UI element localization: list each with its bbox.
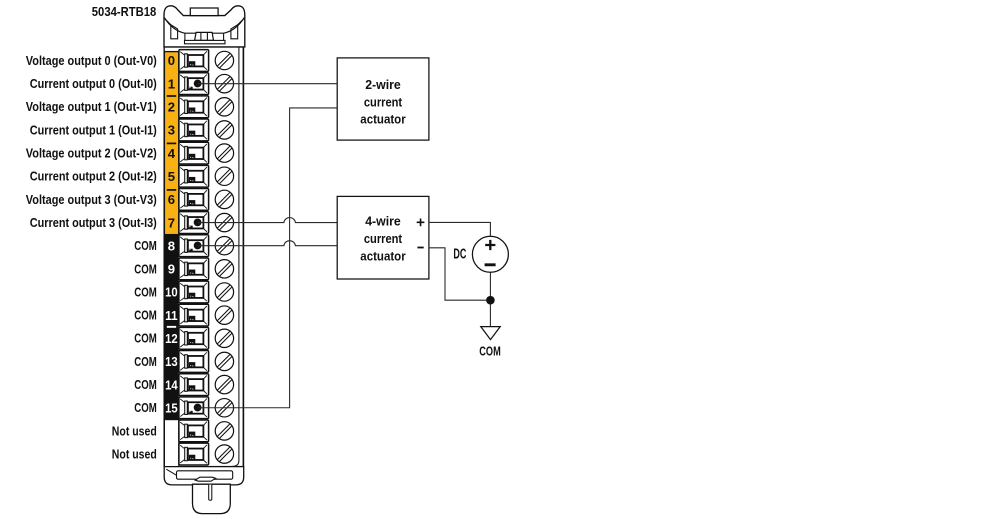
svg-text:9: 9 xyxy=(168,262,175,277)
svg-text:actuator: actuator xyxy=(360,248,405,263)
svg-text:5: 5 xyxy=(168,169,175,184)
svg-text:current: current xyxy=(364,231,403,246)
svg-text:COM: COM xyxy=(134,400,157,415)
svg-text:COM: COM xyxy=(134,354,157,369)
svg-text:COM: COM xyxy=(134,238,157,253)
svg-text:COM: COM xyxy=(134,261,157,276)
svg-text:Current output 0 (Out-I0): Current output 0 (Out-I0) xyxy=(30,76,157,91)
svg-text:current: current xyxy=(364,94,403,109)
svg-text:2-wire: 2-wire xyxy=(365,77,401,92)
svg-text:DC: DC xyxy=(453,247,466,263)
svg-text:10: 10 xyxy=(165,285,178,300)
svg-text:COM: COM xyxy=(134,308,157,323)
svg-text:13: 13 xyxy=(165,354,178,369)
svg-text:1: 1 xyxy=(168,76,175,91)
svg-text:11: 11 xyxy=(165,308,178,323)
svg-text:6: 6 xyxy=(168,192,175,207)
svg-text:12: 12 xyxy=(165,331,178,346)
svg-text:7: 7 xyxy=(168,215,175,230)
svg-text:Current output 1 (Out-I1): Current output 1 (Out-I1) xyxy=(30,122,157,137)
svg-text:COM: COM xyxy=(134,331,157,346)
svg-text:actuator: actuator xyxy=(360,112,405,127)
svg-text:Current output 2 (Out-I2): Current output 2 (Out-I2) xyxy=(30,169,157,184)
svg-text:5034-RTB18: 5034-RTB18 xyxy=(92,5,157,19)
svg-text:2: 2 xyxy=(168,100,175,115)
svg-text:Voltage output 0 (Out-V0): Voltage output 0 (Out-V0) xyxy=(26,53,157,68)
svg-text:Not used: Not used xyxy=(112,423,157,438)
svg-text:Not used: Not used xyxy=(112,446,157,461)
svg-text:COM: COM xyxy=(134,377,157,392)
svg-text:0: 0 xyxy=(168,53,175,68)
svg-text:4-wire: 4-wire xyxy=(365,214,401,229)
svg-text:COM: COM xyxy=(479,345,501,359)
svg-text:14: 14 xyxy=(165,377,178,392)
svg-text:3: 3 xyxy=(168,123,175,138)
svg-text:15: 15 xyxy=(165,400,178,415)
svg-text:8: 8 xyxy=(168,238,175,253)
svg-text:4: 4 xyxy=(168,146,176,161)
svg-text:Voltage output 3 (Out-V3): Voltage output 3 (Out-V3) xyxy=(26,192,157,207)
svg-text:COM: COM xyxy=(134,284,157,299)
svg-text:Current output 3 (Out-I3): Current output 3 (Out-I3) xyxy=(30,215,157,230)
svg-text:Voltage output 2 (Out-V2): Voltage output 2 (Out-V2) xyxy=(26,146,157,161)
svg-text:Voltage output 1 (Out-V1): Voltage output 1 (Out-V1) xyxy=(26,99,157,114)
